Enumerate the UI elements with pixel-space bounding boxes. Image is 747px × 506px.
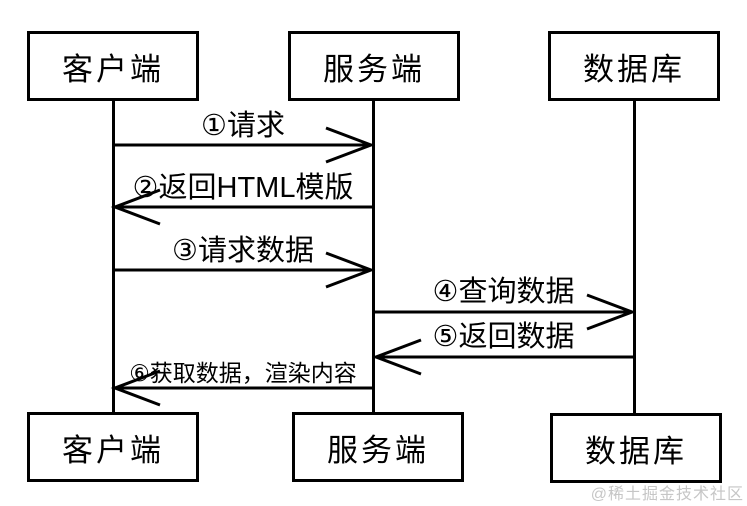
- message-label-4: ④查询数据: [432, 276, 575, 308]
- message-label-1: ①请求: [201, 110, 285, 142]
- message-arrow-5: [371, 338, 634, 376]
- message-arrow-3: [113, 251, 376, 289]
- arrowhead-left-icon: [371, 338, 422, 376]
- actor-box-server-bottom: 服务端: [292, 412, 464, 482]
- arrowhead-left-icon: [110, 188, 161, 226]
- watermark: @稀土掘金技术社区: [590, 486, 744, 503]
- message-arrow-4: [373, 293, 637, 331]
- arrowhead-right-icon: [325, 251, 376, 289]
- actor-box-client-top: 客户端: [27, 31, 199, 101]
- message-label-3: ③请求数据: [172, 235, 314, 267]
- message-label-6: ⑥获取数据，渲染内容: [129, 360, 357, 386]
- arrowhead-right-icon: [325, 126, 376, 164]
- message-label-5: ⑤返回数据: [432, 321, 575, 353]
- actor-box-database-bottom: 数据库: [550, 413, 722, 483]
- arrowhead-left-icon: [110, 369, 161, 407]
- actor-box-client-bottom: 客户端: [27, 412, 199, 482]
- actor-box-database-top: 数据库: [548, 31, 720, 101]
- message-arrow-2: [110, 188, 373, 226]
- arrowhead-right-icon: [586, 293, 637, 331]
- message-arrow-6: [110, 369, 372, 407]
- actor-box-server-top: 服务端: [288, 31, 460, 101]
- message-label-2: ②返回HTML模版: [132, 172, 354, 204]
- message-arrow-1: [113, 126, 376, 164]
